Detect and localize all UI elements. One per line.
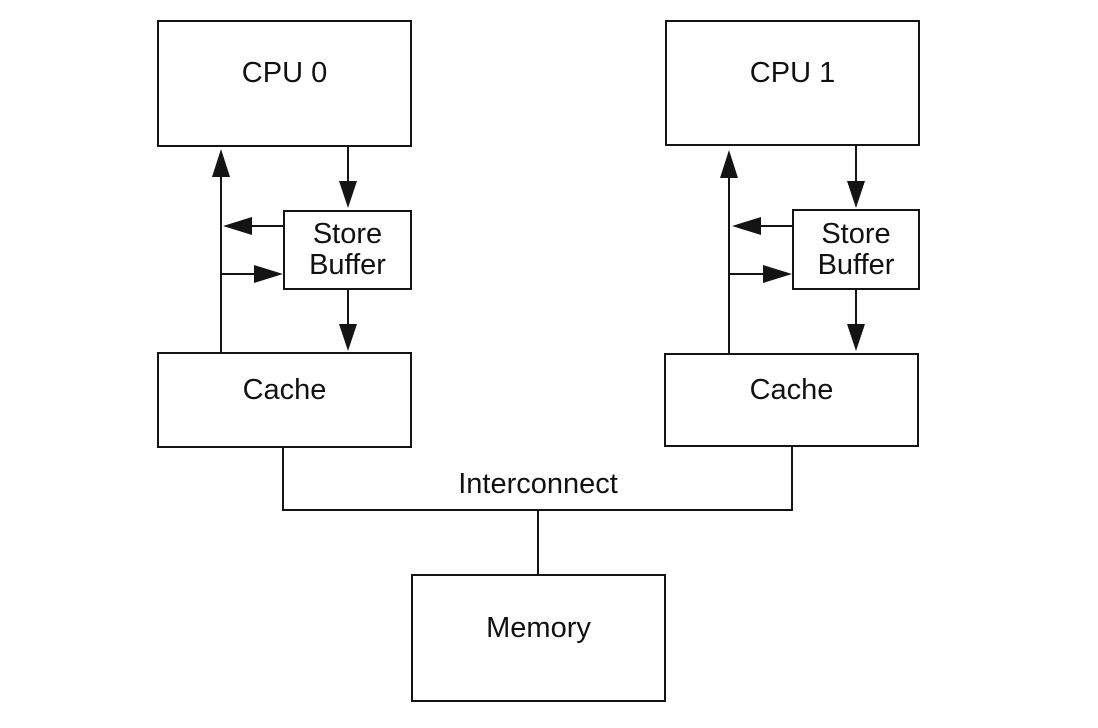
memory-label: Memory (486, 611, 591, 644)
interconnect-label: Interconnect (458, 468, 618, 500)
store-buffer0-box: Store Buffer (283, 210, 412, 290)
store-buffer0-label: Store Buffer (309, 218, 386, 281)
memory-box: Memory (411, 574, 666, 702)
edge-cpu1-to-sb1-arrowhead-down (847, 181, 865, 208)
cpu0-box: CPU 0 (157, 20, 412, 147)
edge-path1-to-sb1-arrowhead-right (763, 265, 792, 283)
edge-cpu0-to-sb0-arrowhead-down (339, 181, 357, 208)
store-buffer1-label: Store Buffer (817, 217, 895, 281)
cache1-box: Cache (664, 353, 919, 447)
cache0-box: Cache (157, 352, 412, 448)
cache0-label: Cache (242, 373, 327, 406)
edge-sb0-to-path0-arrowhead-left (223, 217, 252, 235)
edge-sb1-to-path1-arrowhead-left (732, 217, 761, 235)
cpu1-label: CPU 1 (749, 56, 836, 89)
edge-cache1-to-cpu1-arrowhead-up (720, 150, 738, 178)
edge-sb0-to-cache0-arrowhead-down (339, 324, 357, 351)
edge-sb1-to-cache1-arrowhead-down (847, 324, 865, 351)
cache1-label: Cache (749, 373, 834, 406)
edge-path0-to-sb0-arrowhead-right (254, 265, 283, 283)
store-buffer1-box: Store Buffer (792, 209, 920, 290)
cpu1-box: CPU 1 (665, 20, 920, 146)
edge-cache0-to-cpu0-arrowhead-up (212, 149, 230, 177)
cpu0-label: CPU 0 (241, 57, 328, 90)
